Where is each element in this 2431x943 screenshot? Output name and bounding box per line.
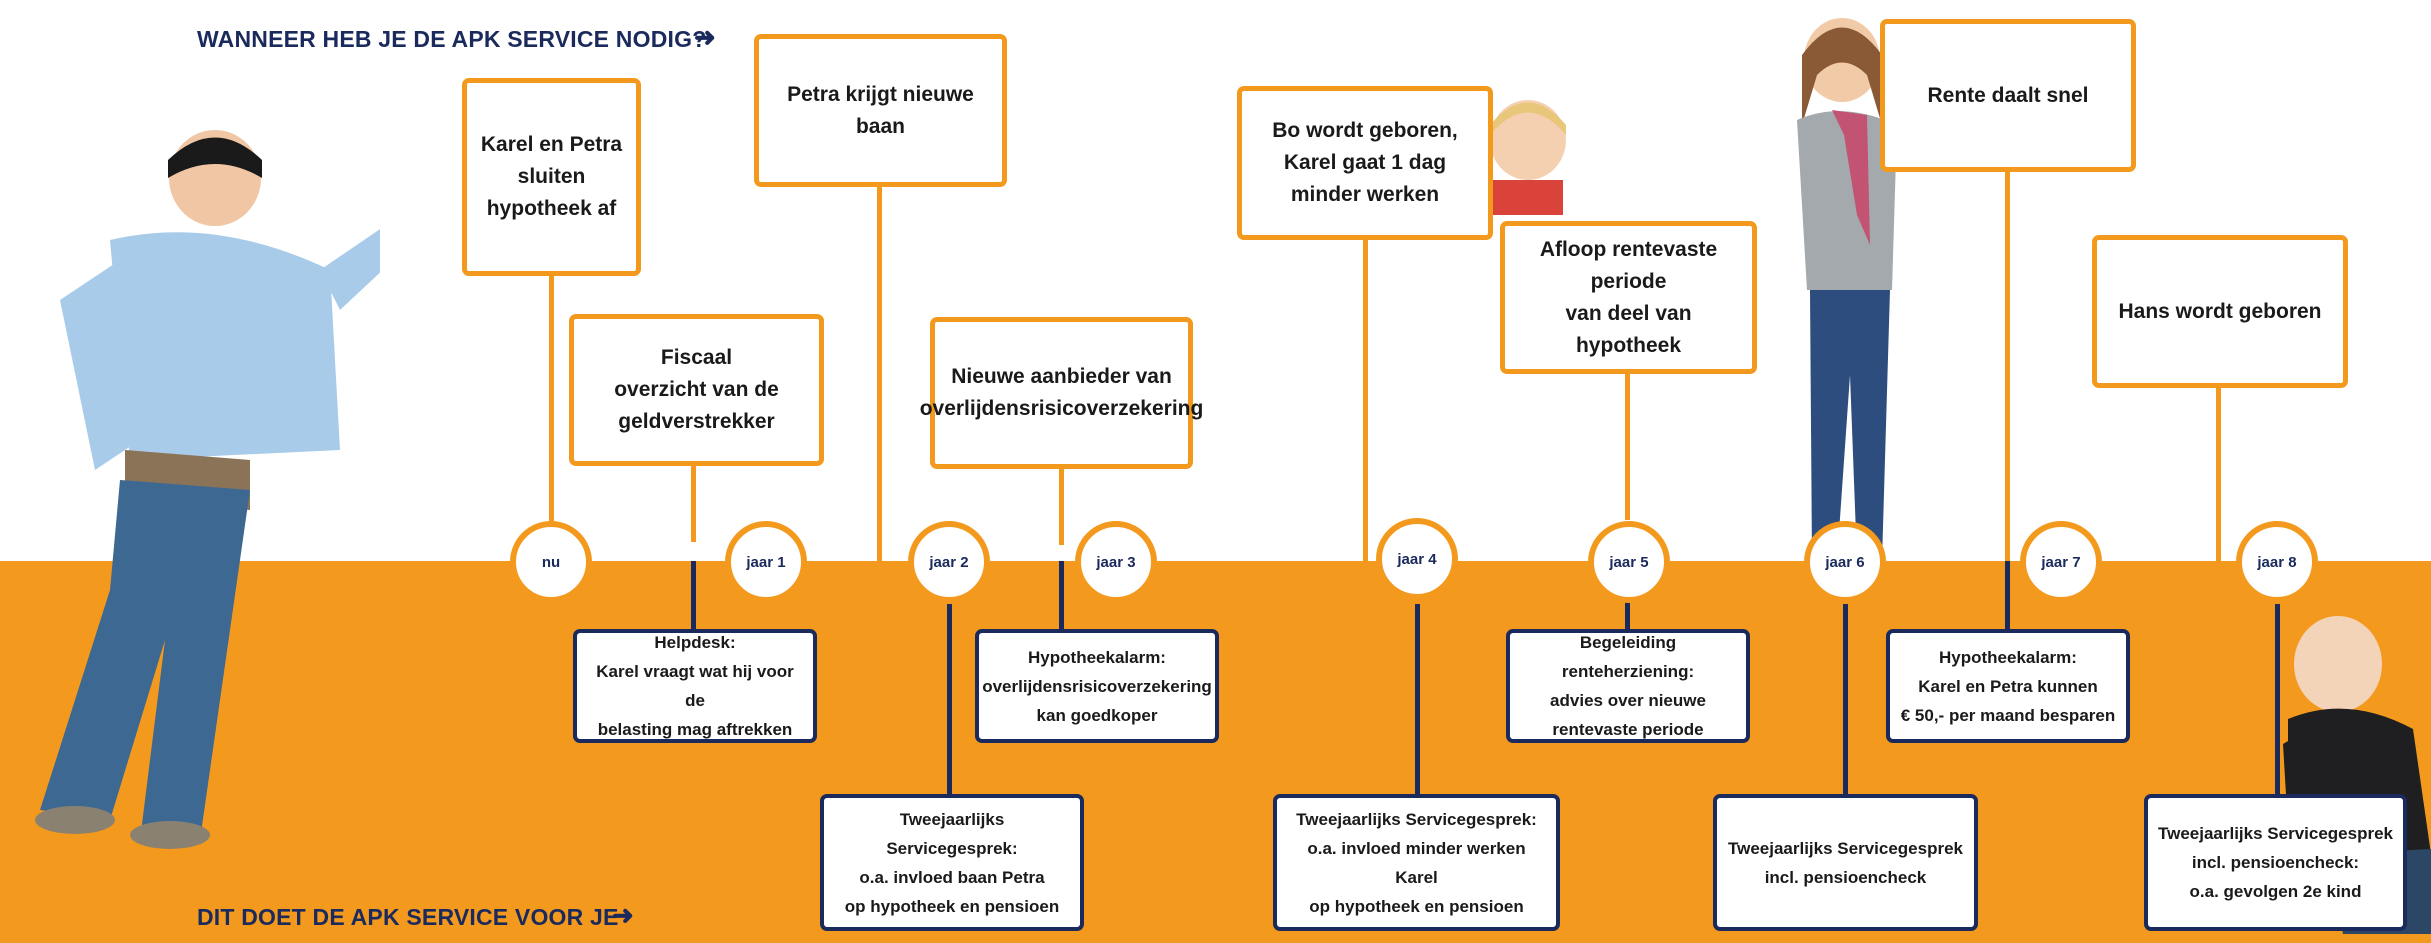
connector-line xyxy=(1625,370,1630,520)
service-box: Helpdesk: Karel vraagt wat hij voor de b… xyxy=(573,629,817,743)
service-box: Tweejaarlijks Servicegesprek: o.a. invlo… xyxy=(820,794,1084,931)
connector-line xyxy=(691,462,696,542)
service-band xyxy=(0,561,2431,943)
connector-line xyxy=(2005,561,2010,631)
service-box: Tweejaarlijks Servicegesprek incl. pensi… xyxy=(2144,794,2407,931)
milestone-jaar-1: jaar 1 xyxy=(725,521,807,603)
event-box: Rente daalt snel xyxy=(1880,19,2136,172)
bottom-heading: DIT DOET DE APK SERVICE VOOR JE xyxy=(197,904,619,930)
milestone-jaar-4: jaar 4 xyxy=(1376,518,1458,600)
event-box: Afloop rentevaste periode van deel van h… xyxy=(1500,221,1757,374)
milestone-jaar-2: jaar 2 xyxy=(908,521,990,603)
milestone-jaar-8: jaar 8 xyxy=(2236,521,2318,603)
event-box: Bo wordt geboren, Karel gaat 1 dag minde… xyxy=(1237,86,1493,240)
milestone-jaar-6: jaar 6 xyxy=(1804,521,1886,603)
connector-line xyxy=(877,183,882,561)
connector-line xyxy=(1059,561,1064,631)
connector-line xyxy=(1415,604,1420,796)
connector-line xyxy=(1363,236,1368,561)
milestone-jaar-7: jaar 7 xyxy=(2020,521,2102,603)
connector-line xyxy=(2216,384,2221,562)
connector-line xyxy=(549,272,554,527)
connector-line xyxy=(947,604,952,796)
connector-line xyxy=(691,561,696,631)
arrow-right-icon: ➜ xyxy=(694,22,716,52)
milestone-nu: nu xyxy=(510,521,592,603)
man-photo xyxy=(35,130,380,849)
event-box: Nieuwe aanbieder van overlijdensrisicove… xyxy=(920,317,1203,469)
service-box: Hypotheekalarm: Karel en Petra kunnen € … xyxy=(1886,629,2130,743)
girl-photo xyxy=(1488,100,1566,215)
milestone-jaar-5: jaar 5 xyxy=(1588,521,1670,603)
event-box: Hans wordt geboren xyxy=(2092,235,2348,388)
connector-line xyxy=(1059,465,1064,545)
arrow-right-icon: ➜ xyxy=(612,900,634,930)
service-box: Begeleiding renteherziening: advies over… xyxy=(1506,629,1750,743)
milestone-jaar-3: jaar 3 xyxy=(1075,521,1157,603)
event-box: Fiscaal overzicht van de geldverstrekker xyxy=(569,314,824,466)
event-box: Petra krijgt nieuwe baan xyxy=(754,34,1007,187)
service-box: Hypotheekalarm: overlijdensrisicoverzeke… xyxy=(975,629,1219,743)
connector-line xyxy=(2005,168,2010,568)
event-box: Karel en Petra sluiten hypotheek af xyxy=(462,78,641,276)
top-heading: WANNEER HEB JE DE APK SERVICE NODIG? xyxy=(197,26,707,52)
woman-photo xyxy=(1797,18,1897,561)
service-box: Tweejaarlijks Servicegesprek incl. pensi… xyxy=(1713,794,1978,931)
service-box: Tweejaarlijks Servicegesprek: o.a. invlo… xyxy=(1273,794,1560,931)
connector-line xyxy=(2275,604,2280,796)
connector-line xyxy=(1843,604,1848,796)
